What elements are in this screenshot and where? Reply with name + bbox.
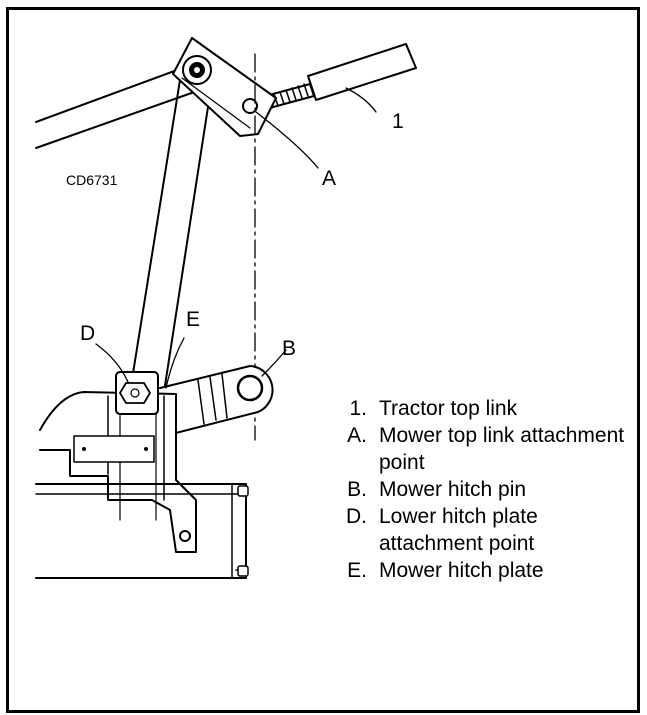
figure-code: CD6731 — [66, 172, 118, 188]
legend-key: E. — [347, 559, 367, 582]
leader-d — [95, 343, 129, 383]
figure-frame — [6, 7, 640, 713]
legend-key: A. — [347, 424, 367, 447]
callout-e: E — [186, 308, 200, 331]
callout-1: 1 — [392, 110, 404, 133]
legend-text: Tractor top link — [379, 397, 518, 420]
legend-text: Mower hitch plate — [379, 559, 544, 582]
legend-key: D. — [346, 505, 367, 528]
callout-a: A — [322, 167, 336, 190]
legend-item: E. Mower hitch plate — [339, 557, 639, 584]
legend-key: B. — [347, 478, 367, 501]
legend-item: D. Lower hitch plate attachment point — [339, 503, 639, 557]
mower-top-link-hole — [242, 98, 258, 114]
legend-key: 1. — [349, 397, 367, 420]
callout-d: D — [80, 322, 95, 345]
vertical-link — [129, 79, 211, 393]
parts-legend: 1. Tractor top link A. Mower top link at… — [339, 395, 639, 584]
tractor-top-link — [257, 43, 417, 111]
leader-b — [261, 349, 287, 377]
leader-a — [255, 111, 319, 169]
hitch-plate — [39, 371, 197, 553]
upper-arm — [35, 65, 201, 149]
callout-b: B — [282, 337, 296, 360]
mower-deck — [35, 483, 249, 579]
legend-item: A. Mower top link attachment point — [339, 422, 639, 476]
legend-text: Mower top link attachment point — [379, 424, 625, 474]
legend-item: 1. Tractor top link — [339, 395, 639, 422]
legend-text: Mower hitch pin — [379, 478, 527, 501]
top-bracket — [172, 37, 277, 137]
leader-lines — [95, 87, 377, 389]
legend-text: Lower hitch plate attachment point — [379, 505, 538, 555]
leader-e — [165, 337, 185, 389]
legend-item: B. Mower hitch pin — [339, 476, 639, 503]
hitch-pin-arm — [159, 365, 274, 437]
leader-1 — [345, 87, 377, 113]
